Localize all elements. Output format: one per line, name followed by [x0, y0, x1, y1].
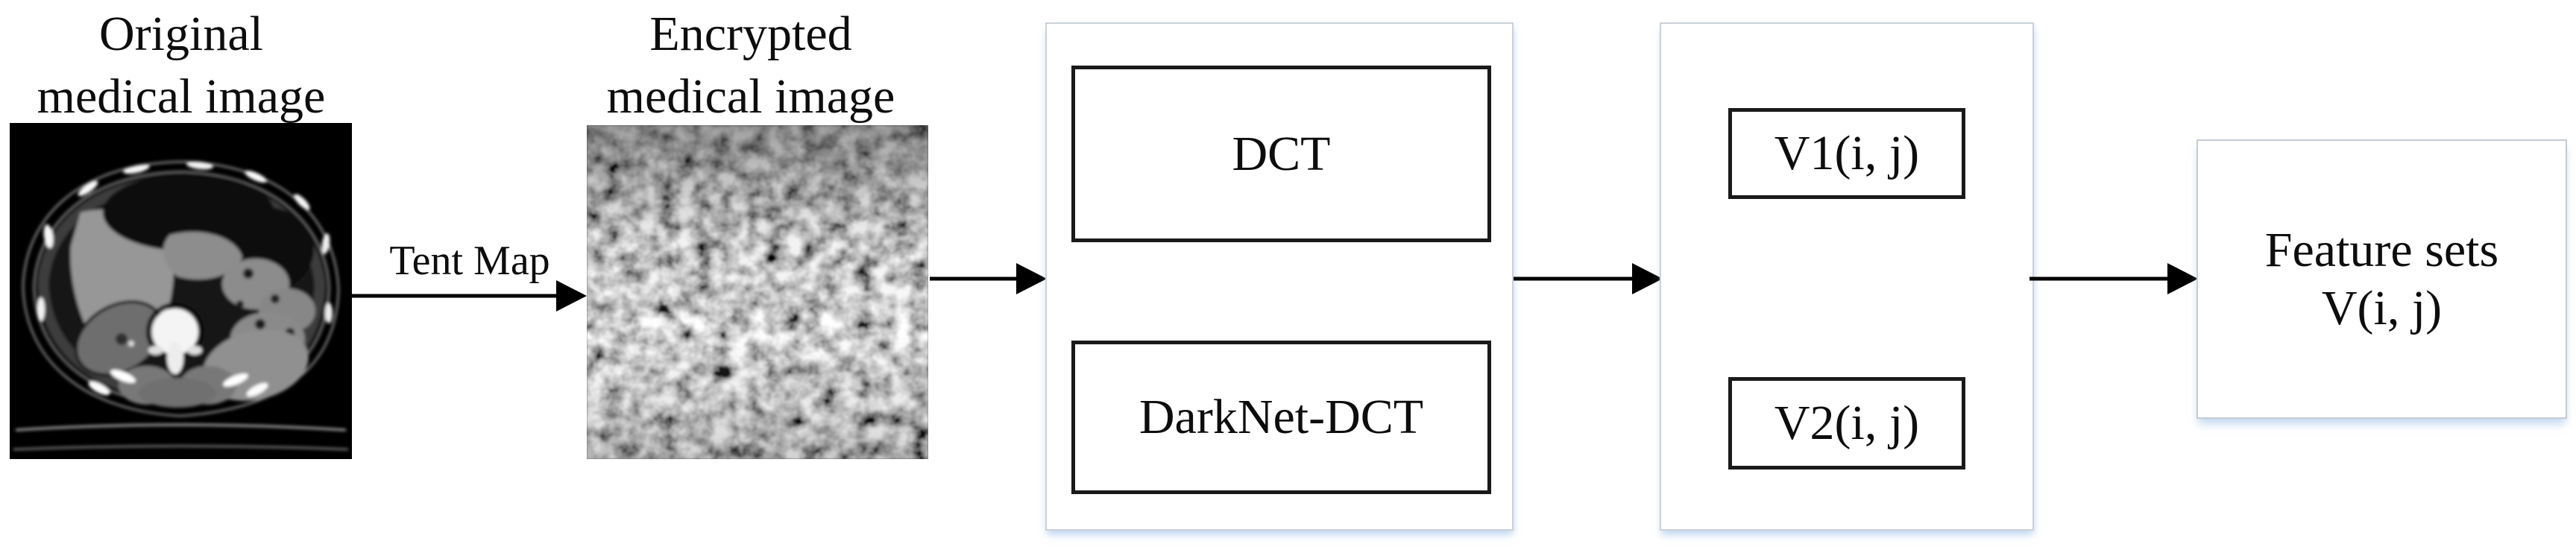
flow-arrowhead-icon	[2167, 263, 2198, 294]
flow-arrow-transform-to-vectors	[1514, 263, 1663, 294]
feature-sets-label-line2: V(i, j)	[2321, 280, 2443, 335]
dct-box: DCT	[1071, 66, 1491, 242]
darknet-dct-label: DarkNet-DCT	[1139, 390, 1424, 444]
tent-map-arrowhead-icon	[556, 280, 587, 312]
tent-map-arrow	[352, 280, 587, 312]
tent-map-label: Tent Map	[389, 238, 550, 284]
v1-box: V1(i, j)	[1728, 108, 1965, 199]
dct-label: DCT	[1232, 126, 1331, 181]
encrypted-image-title: Encrypted medical image	[591, 3, 911, 128]
v2-box: V2(i, j)	[1728, 377, 1965, 470]
original-image-title-line1: Original	[99, 7, 263, 61]
feature-sets-box: Feature sets V(i, j)	[2196, 139, 2567, 419]
v1-label: V1(i, j)	[1774, 126, 1920, 180]
encrypted-noise-image	[587, 125, 928, 459]
flow-arrow-encrypted-to-transform	[930, 263, 1047, 294]
encrypted-image-title-line1: Encrypted	[649, 7, 852, 61]
tent-map-arrow-shaft	[352, 294, 560, 298]
original-ct-scan-image	[10, 123, 352, 459]
darknet-dct-box: DarkNet-DCT	[1071, 341, 1491, 494]
flow-arrowhead-icon	[1016, 263, 1047, 294]
flow-arrowhead-icon	[1632, 263, 1663, 294]
feature-sets-label-line1: Feature sets	[2264, 222, 2499, 277]
flow-arrow-shaft	[2029, 276, 2171, 281]
v2-label: V2(i, j)	[1774, 396, 1920, 450]
flow-arrow-shaft	[930, 276, 1020, 281]
original-image-title: Original medical image	[21, 3, 341, 128]
flow-arrow-shaft	[1514, 276, 1636, 281]
encrypted-image-title-line2: medical image	[606, 69, 895, 124]
original-image-title-line2: medical image	[37, 69, 326, 124]
flow-arrow-vectors-to-output	[2029, 263, 2198, 294]
